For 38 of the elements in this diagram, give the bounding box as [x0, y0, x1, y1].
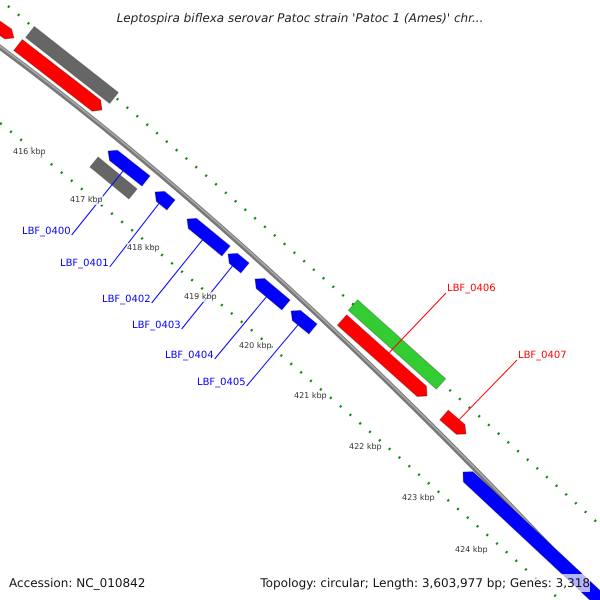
gene-block — [13, 38, 103, 112]
leader-line — [214, 296, 267, 360]
gene-bar — [24, 26, 120, 104]
gene-label: LBF_0401 — [60, 258, 109, 270]
gene-label: LBF_0404 — [165, 350, 214, 362]
leader-line — [151, 240, 203, 304]
scale-label: 416 kbp — [13, 147, 46, 157]
scale-label: 424 kbp — [455, 545, 488, 555]
leader-line — [109, 203, 160, 268]
leader-line — [71, 170, 124, 236]
scale-label: 420 kbp — [239, 341, 272, 351]
scale-label: 421 kbp — [294, 391, 327, 401]
gene-block — [107, 150, 151, 187]
leader-line — [388, 292, 446, 354]
scale-label: 417 kbp — [70, 195, 103, 205]
gene-block — [227, 252, 250, 274]
gene-label: LBF_0400 — [22, 226, 71, 238]
gene-block — [336, 314, 428, 398]
gene-label: LBF_0402 — [102, 294, 151, 306]
scale-label: 419 kbp — [184, 292, 217, 302]
leader-line — [458, 360, 518, 420]
scale-label: 422 kbp — [349, 442, 382, 452]
genome-info-text: Topology: circular; Length: 3,603,977 bp; Genes: 3,318 — [260, 574, 590, 592]
accession-text: Accession: NC_010842 — [9, 575, 146, 592]
gene-block — [154, 190, 176, 211]
gene-block — [439, 409, 467, 435]
scale-label: 423 kbp — [402, 493, 435, 503]
gene-block — [290, 310, 318, 335]
gene-label: LBF_0406 — [447, 283, 496, 295]
gene-bar — [348, 299, 446, 390]
leader-line — [246, 324, 298, 386]
gene-label: LBF_0407 — [518, 350, 567, 362]
scale-label: 418 kbp — [127, 243, 160, 253]
gene-block — [186, 218, 231, 257]
gene-block — [254, 278, 291, 311]
title: Leptospira biflexa serovar Patoc strain 'Patoc 1 (Ames)' chr... — [116, 10, 484, 27]
gene-label: LBF_0405 — [197, 377, 246, 389]
gene-label: LBF_0403 — [132, 320, 181, 332]
